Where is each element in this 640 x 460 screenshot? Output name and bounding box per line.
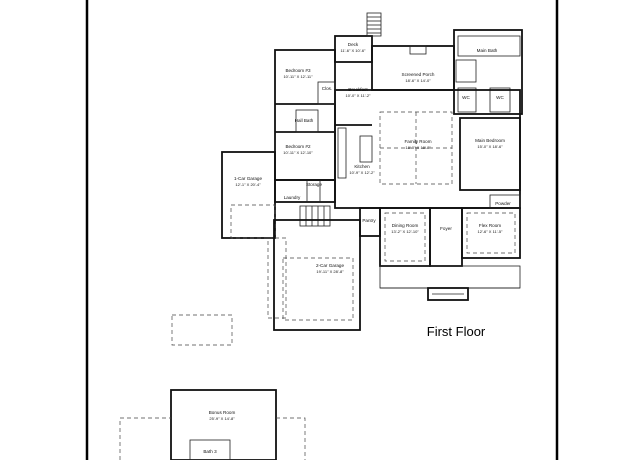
- room-name-hall-bath: Hall Bath: [295, 118, 314, 123]
- room-name-pantry: Pantry: [362, 218, 376, 223]
- room-name-laundry: Laundry: [284, 195, 301, 200]
- room-size-one-car-garage: 12'-1" X 20'-4": [235, 182, 261, 187]
- room-size-bonus-room: 25'-9" X 14'-8": [209, 416, 235, 421]
- room-name-deck: Deck: [348, 42, 359, 47]
- room-name-breakfast: Breakfast: [348, 87, 368, 92]
- room-name-kitchen: Kitchen: [354, 164, 370, 169]
- room-size-main-bedroom: 15'-0" X 18'-6": [477, 144, 503, 149]
- room-name-bonus-room: Bonus Room: [209, 410, 236, 415]
- room-name-one-car-garage: 1-Car Garage: [234, 176, 263, 181]
- room-name-screened-porch: Screened Porch: [402, 72, 435, 77]
- room-name-family-room: Family Room: [404, 139, 431, 144]
- room-name-foyer: Foyer: [440, 226, 452, 231]
- room-name-main-bedroom: Main Bedroom: [475, 138, 505, 143]
- room-size-kitchen: 10'-9" X 12'-2": [349, 170, 375, 175]
- room-labels: Deck 11'-6" X 10'-6" Main Bath Bedroom #…: [203, 42, 511, 454]
- room-name-powder: Powder: [495, 201, 511, 206]
- room-name-bedroom-3: Bedroom #3: [285, 68, 310, 73]
- room-size-bedroom-2: 10'-11" X 12'-10": [283, 150, 313, 155]
- floor-title: First Floor: [427, 324, 486, 339]
- room-size-breakfast: 10'-0" X 11'-2": [346, 93, 372, 98]
- room-name-wc-1: WC: [462, 95, 470, 100]
- room-name-wc-2: WC: [496, 95, 504, 100]
- room-name-two-car-garage: 2-Car Garage: [316, 263, 345, 268]
- room-name-bedroom-2: Bedroom #2: [285, 144, 310, 149]
- room-name-dining-room: Dining Room: [392, 223, 419, 228]
- room-size-deck: 11'-6" X 10'-6": [341, 48, 367, 53]
- room-size-two-car-garage: 19'-11" X 28'-8": [316, 269, 344, 274]
- room-size-flex-room: 12'-6" X 11'-5": [478, 229, 504, 234]
- room-size-family-room: 18'-0" X 18'-8": [405, 145, 431, 150]
- room-size-screened-porch: 18'-6" X 14'-0": [405, 78, 431, 83]
- room-name-bath-3: Bath 3: [203, 449, 217, 454]
- room-size-bedroom-3: 10'-11" X 12'-11": [283, 74, 313, 79]
- room-name-storage: Storage: [306, 182, 323, 187]
- house-walls: [119, 12, 523, 460]
- room-size-dining-room: 13'-2" X 12'-10": [391, 229, 419, 234]
- room-name-main-bath: Main Bath: [477, 48, 498, 53]
- room-name-clos: Clos.: [322, 86, 332, 91]
- room-name-flex-room: Flex Room: [479, 223, 501, 228]
